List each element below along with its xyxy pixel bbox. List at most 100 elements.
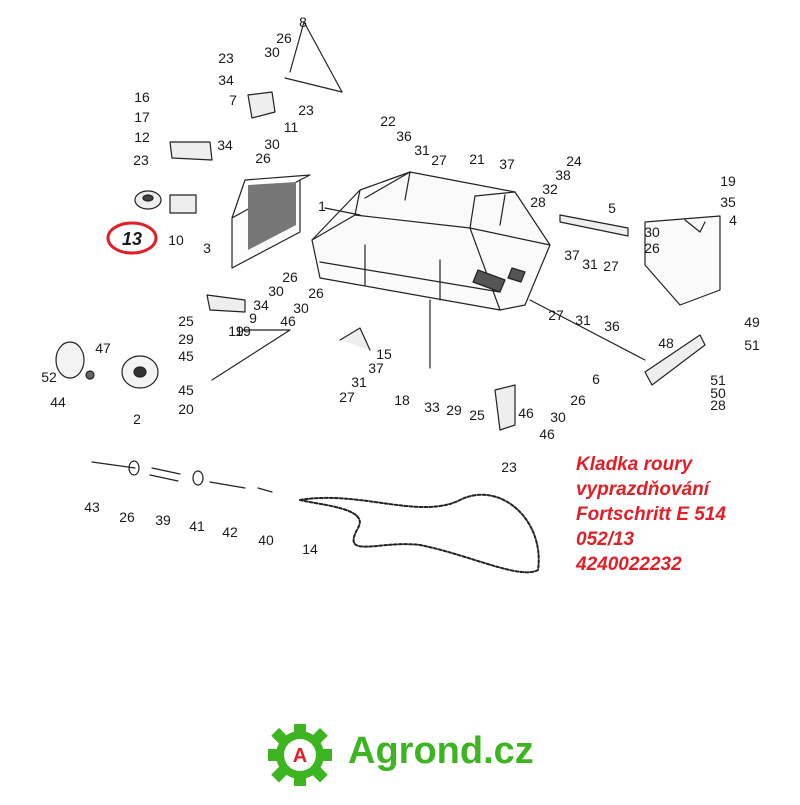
bracket-part-6 <box>494 384 516 431</box>
part-name-line-2: vyprazdňování <box>576 479 710 500</box>
bracket-part-12 <box>169 141 213 161</box>
part-callout-30: 30 <box>550 409 566 425</box>
part-callout-31: 31 <box>575 312 591 328</box>
part-callout-46: 46 <box>280 313 296 329</box>
part-callout-22: 22 <box>380 113 396 129</box>
bracket-part-5 <box>559 214 629 237</box>
part-callout-11: 11 <box>284 119 299 135</box>
part-callout-31: 31 <box>414 142 430 158</box>
part-callout-36: 36 <box>396 128 412 144</box>
part-callout-23: 23 <box>501 459 517 475</box>
part-callout-26: 26 <box>570 392 586 408</box>
part-callout-12: 12 <box>134 129 150 145</box>
part-callout-8: 8 <box>299 14 307 30</box>
part-callout-31: 31 <box>351 374 367 390</box>
part-callout-29: 29 <box>178 331 194 347</box>
part-callout-30: 30 <box>264 136 280 152</box>
part-callout-24: 24 <box>566 153 582 169</box>
part-callout-44: 44 <box>50 394 66 410</box>
part-callout-26: 26 <box>282 269 298 285</box>
part-callout-41: 41 <box>189 518 205 534</box>
tube-housing-part-1 <box>311 171 551 369</box>
part-callout-37: 37 <box>499 156 515 172</box>
part-callout-15: 15 <box>376 346 392 362</box>
part-callout-27: 27 <box>431 152 447 168</box>
link-part-39 <box>149 467 181 482</box>
part-callout-25: 25 <box>469 407 485 423</box>
part-callout-30: 30 <box>268 283 284 299</box>
bearing-assembly-part-2 <box>55 341 159 389</box>
bracket-part-7 <box>247 91 276 119</box>
part-callout-26: 26 <box>644 240 660 256</box>
bolt-part-43 <box>91 461 136 469</box>
shackle-part-40 <box>257 487 273 493</box>
part-callout-26: 26 <box>119 509 135 525</box>
part-callout-23: 23 <box>218 50 234 66</box>
part-callout-43: 43 <box>84 499 100 515</box>
diagram-reference: 052/13 <box>576 529 635 550</box>
part-callout-27: 27 <box>548 307 564 323</box>
chute-part-3 <box>231 174 311 269</box>
part-callout-35: 35 <box>720 194 736 210</box>
machine-model: Fortschritt E 514 <box>576 504 726 525</box>
rod-part-8 <box>284 77 343 93</box>
part-callout-10: 10 <box>168 232 184 248</box>
part-callout-31: 31 <box>582 256 598 272</box>
part-callout-34: 34 <box>253 297 269 313</box>
part-callout-28: 28 <box>530 194 546 210</box>
part-callout-39: 39 <box>155 512 171 528</box>
part-callout-34: 34 <box>217 137 233 153</box>
part-callout-5: 5 <box>608 200 616 216</box>
part-callout-19: 19 <box>720 173 736 189</box>
part-callout-25: 25 <box>178 313 194 329</box>
brand-logo[interactable]: A Agrond.cz <box>268 724 568 786</box>
part-callout-26: 26 <box>255 150 271 166</box>
bracket-part-9 <box>206 294 246 313</box>
nut-part-26 <box>128 460 140 476</box>
part-callout-51: 51 <box>744 337 760 353</box>
part-name-line-1: Kladka roury <box>576 454 693 475</box>
part-callout-21: 21 <box>469 151 485 167</box>
part-callout-29: 29 <box>446 402 462 418</box>
part-callout-27: 27 <box>339 389 355 405</box>
part-info: Kladka roury vyprazdňování Fortschritt E… <box>576 452 726 577</box>
part-callout-14: 14 <box>302 541 318 557</box>
part-callout-37: 37 <box>564 247 580 263</box>
part-callout-26: 26 <box>276 30 292 46</box>
part-callout-38: 38 <box>555 167 571 183</box>
part-callout-20: 20 <box>178 401 194 417</box>
cable-part-14 <box>299 493 540 574</box>
part-callout-27: 27 <box>603 258 619 274</box>
part-callout-23: 23 <box>298 102 314 118</box>
part-callout-3: 3 <box>203 240 211 256</box>
part-callout-19: 19 <box>235 323 251 339</box>
logo-letter: A <box>293 745 307 767</box>
bar-part-48 <box>644 334 706 386</box>
part-callout-18: 18 <box>394 392 410 408</box>
part-callout-37: 37 <box>368 360 384 376</box>
part-callout-34: 34 <box>218 72 234 88</box>
brand-name[interactable]: Agrond.cz <box>348 730 534 772</box>
highlighted-part-label: 13 <box>122 229 142 249</box>
part-callout-2: 2 <box>133 411 141 427</box>
part-callout-42: 42 <box>222 524 238 540</box>
bolt-part-42 <box>209 481 246 489</box>
part-callout-32: 32 <box>542 181 558 197</box>
plate-part-4 <box>644 215 721 306</box>
part-callout-9: 9 <box>249 310 257 326</box>
part-callout-17: 17 <box>134 109 150 125</box>
part-callout-49: 49 <box>744 314 760 330</box>
part-callout-40: 40 <box>258 532 274 548</box>
block-part-10 <box>169 194 197 214</box>
highlight-ring <box>106 221 158 255</box>
part-callout-47: 47 <box>95 340 111 356</box>
part-callout-45: 45 <box>178 382 194 398</box>
part-callout-51: 51 <box>710 372 726 388</box>
part-callout-23: 23 <box>133 152 149 168</box>
part-callout-30: 30 <box>264 44 280 60</box>
part-number: 4240022232 <box>576 554 682 575</box>
gear-logo-icon: A <box>268 724 332 786</box>
part-callout-19: 19 <box>228 323 244 339</box>
